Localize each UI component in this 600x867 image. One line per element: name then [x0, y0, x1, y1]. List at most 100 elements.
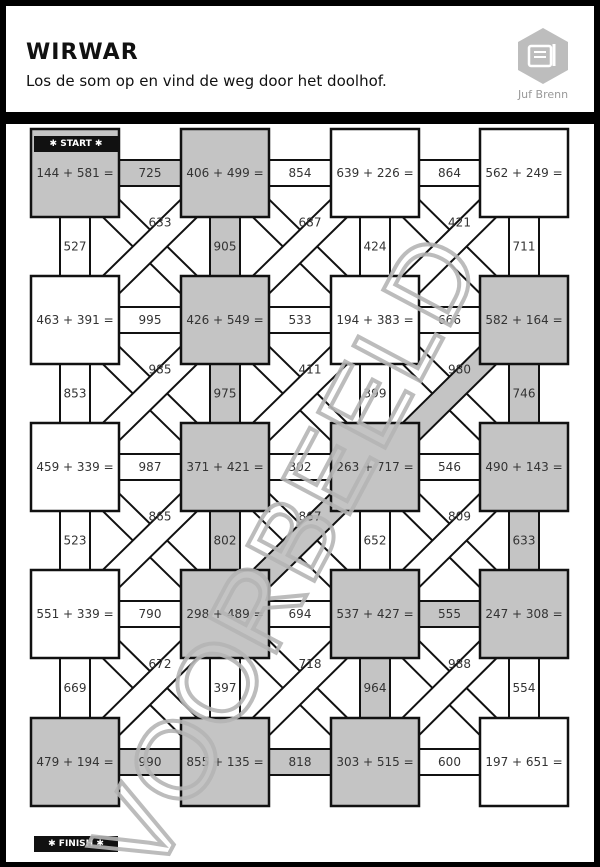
sum-label: 263 + 717 = [336, 460, 413, 474]
sum-square [29, 274, 121, 366]
vertical-connector-label: 652 [364, 534, 387, 548]
sum-square [29, 716, 121, 808]
sum-square [478, 568, 570, 660]
sum-square [179, 127, 271, 219]
sum-label: 298 + 489 = [186, 607, 263, 621]
sum-label: 855 + 135 = [186, 755, 263, 769]
horizontal-connector [118, 306, 182, 334]
diagonal-connector-label: 985 [149, 363, 172, 377]
horizontal-connector-label: 995 [139, 313, 162, 327]
sum-label: 639 + 226 = [336, 166, 413, 180]
vertical-connector-label: 802 [214, 534, 237, 548]
vertical-connector [59, 363, 91, 424]
horizontal-connector-label: 302 [289, 460, 312, 474]
sum-label: 303 + 515 = [336, 755, 413, 769]
sum-square [329, 421, 421, 513]
sum-label: 426 + 549 = [186, 313, 263, 327]
horizontal-connector-label: 790 [139, 607, 162, 621]
diagonal-connector-label: 718 [299, 657, 322, 671]
vertical-connector-label: 424 [364, 240, 387, 254]
sum-square [478, 716, 570, 808]
sum-label: 490 + 143 = [485, 460, 562, 474]
horizontal-connector [268, 159, 332, 187]
sum-square [478, 421, 570, 513]
vertical-connector [59, 510, 91, 571]
sum-square [29, 568, 121, 660]
diagonal-connector-label: 672 [149, 657, 172, 671]
sum-label: 551 + 339 = [36, 607, 113, 621]
sum-label: 247 + 308 = [485, 607, 562, 621]
sum-square [329, 274, 421, 366]
sum-label: 371 + 421 = [186, 460, 263, 474]
vertical-connector-label: 746 [513, 387, 536, 401]
vertical-connector [508, 510, 540, 571]
sum-label: 459 + 339 = [36, 460, 113, 474]
vertical-connector-label: 397 [214, 681, 237, 695]
horizontal-connector [268, 453, 332, 481]
sum-square [478, 274, 570, 366]
diagonal-connector-label: 865 [149, 510, 172, 524]
sum-label: 406 + 499 = [186, 166, 263, 180]
horizontal-connector-label: 546 [438, 460, 461, 474]
sum-label: 582 + 164 = [485, 313, 562, 327]
logo-icon [518, 28, 568, 84]
horizontal-connector [268, 600, 332, 628]
sum-square [329, 716, 421, 808]
sum-square [179, 568, 271, 660]
vertical-connector [359, 216, 391, 277]
vertical-connector-label: 554 [513, 681, 536, 695]
vertical-connector [209, 216, 241, 277]
sum-square [179, 716, 271, 808]
sum-square [329, 127, 421, 219]
horizontal-connector-label: 694 [289, 607, 312, 621]
horizontal-connector-label: 990 [139, 755, 162, 769]
horizontal-connector-label: 666 [438, 313, 461, 327]
horizontal-connector-label: 987 [139, 460, 162, 474]
sum-square [329, 568, 421, 660]
diagonal-connector-label: 421 [448, 216, 471, 230]
vertical-connector [209, 510, 241, 571]
vertical-connector-label: 975 [214, 387, 237, 401]
sum-label: 562 + 249 = [485, 166, 562, 180]
sum-square [29, 421, 121, 513]
vertical-connector-label: 964 [364, 681, 387, 695]
vertical-connector-label: 669 [64, 681, 87, 695]
vertical-connector [59, 657, 91, 719]
vertical-connector-label: 853 [64, 387, 87, 401]
horizontal-connector-label: 864 [438, 166, 461, 180]
vertical-connector-label: 711 [513, 240, 536, 254]
page-title: WIRWAR [26, 40, 139, 65]
diagonal-connector-label: 687 [299, 216, 322, 230]
instruction-text: Los de som op en vind de weg door het do… [26, 72, 387, 90]
vertical-connector [209, 657, 241, 719]
sum-square [478, 127, 570, 219]
horizontal-connector-label: 725 [139, 166, 162, 180]
horizontal-connector-label: 818 [289, 755, 312, 769]
horizontal-connector-label: 555 [438, 607, 461, 621]
start-banner: ✱ START ✱ [34, 136, 118, 152]
vertical-connector-label: 523 [64, 534, 87, 548]
vertical-connector-label: 633 [513, 534, 536, 548]
sum-label: 463 + 391 = [36, 313, 113, 327]
sum-label: 197 + 651 = [485, 755, 562, 769]
diagonal-connector-label: 411 [299, 363, 322, 377]
diagonal-connector-label: 988 [448, 657, 471, 671]
sum-label: 144 + 581 = [36, 166, 113, 180]
diagonal-connector-label: 980 [448, 363, 471, 377]
diagonal-connector-label: 809 [448, 510, 471, 524]
finish-banner: ✱ FINISH ✱ [34, 836, 118, 852]
horizontal-connector-label: 600 [438, 755, 461, 769]
sum-label: 194 + 383 = [336, 313, 413, 327]
horizontal-connector-label: 533 [289, 313, 312, 327]
diagonal-connector-label: 867 [299, 510, 322, 524]
sum-label: 537 + 427 = [336, 607, 413, 621]
diagonal-connector-label: 633 [149, 216, 172, 230]
vertical-connector-label: 905 [214, 240, 237, 254]
logo-text: Juf Brenn [517, 88, 569, 101]
vertical-connector-label: 527 [64, 240, 87, 254]
sum-label: 479 + 194 = [36, 755, 113, 769]
horizontal-connector [418, 159, 481, 187]
